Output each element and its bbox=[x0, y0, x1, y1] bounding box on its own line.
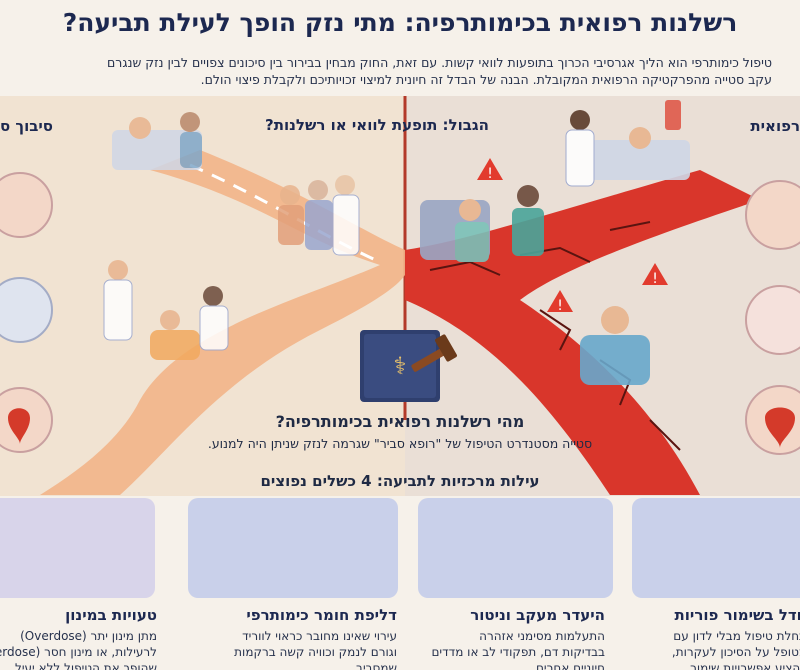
case-card-monitoring bbox=[418, 498, 613, 598]
case-text: התעלמות מסימני אזהרה בבדיקות דם, תפקודי … bbox=[420, 628, 605, 670]
gavel-icon bbox=[411, 334, 457, 372]
case-text-line: תחלת טיפול מבלי לדון עם bbox=[673, 629, 800, 643]
illustration: ! ! ! ⚕ z z bbox=[0, 96, 800, 592]
case-card-extravasation bbox=[188, 498, 398, 598]
scene-distressed-patient bbox=[580, 306, 650, 385]
law-book-icon: ⚕ bbox=[360, 330, 440, 402]
section-heading-left: סיבוך ס bbox=[0, 117, 53, 135]
case-title: חדל בשימור פוריות bbox=[674, 606, 800, 624]
case-text-line: וגורם לנמק וכוויה קשה ברקמות bbox=[234, 645, 397, 659]
question-title: מהי רשלנות רפואית בכימותרפיה? bbox=[275, 412, 525, 431]
case-title: דליפת חומר כימותרפי bbox=[246, 606, 397, 624]
case-card-fertility bbox=[632, 498, 800, 598]
case-text-line: שהופך את הטיפול ללא יעיל bbox=[15, 661, 157, 670]
scene-doctor-patient bbox=[103, 260, 229, 360]
intro-text: טיפול כימותרפי הוא הליך אגרסיבי הכרוך בת… bbox=[32, 54, 772, 88]
wound-icon bbox=[745, 180, 800, 250]
case-text: עירוי שאינו מחובר כראוי לווריד וגורם לנמ… bbox=[192, 628, 397, 670]
scene-hospital-bed-left bbox=[112, 112, 202, 170]
section-heading-right: רפואית bbox=[750, 117, 800, 135]
case-caption-extravasation: דליפת חומר כימותרפי עירוי שאינו מחובר כר… bbox=[192, 606, 397, 670]
case-text-line: להציע אפשרויות שימור. bbox=[686, 661, 800, 670]
case-text-line: שמסביב. bbox=[352, 661, 397, 670]
danger-path bbox=[405, 170, 760, 495]
warning-icon: ! bbox=[477, 158, 503, 182]
cases-title: עילות מרכזיות לתביעה: 4 כשלים נפוצים bbox=[260, 472, 540, 490]
page-title: רשלנות רפואית בכימותרפיה: מתי נזק הופך ל… bbox=[62, 8, 738, 37]
chart-down-icon bbox=[745, 285, 800, 355]
warning-icon-2: ! bbox=[642, 263, 668, 287]
cell-icon bbox=[0, 277, 53, 343]
case-text-line: התעלמות מסימני אזהרה bbox=[479, 629, 605, 643]
svg-text:!: ! bbox=[652, 271, 658, 287]
section-heading-boundary: הגבול: תופעת לוואי או רשלנות? bbox=[265, 116, 489, 134]
intro-line-2: עקב סטייה מהפרקטיקה הרפואית המקובלת. הבנ… bbox=[200, 72, 772, 87]
scene-waiting-room bbox=[420, 185, 544, 262]
case-title: היעדר מעקב וניטור bbox=[470, 606, 605, 624]
case-text-line: מטופל על הסיכון לעקרות, bbox=[671, 645, 800, 659]
svg-text:!: ! bbox=[487, 166, 493, 182]
skin-burn-icon bbox=[0, 172, 53, 238]
scene-icu-right bbox=[565, 100, 690, 187]
question-text: סטייה מסטנדרט הטיפול של "רופא סביר" שגרמ… bbox=[207, 436, 593, 451]
case-text-line: מתן מינון יתר (Overdose) bbox=[20, 629, 157, 643]
case-text-line: עירוי שאינו מחובר כראוי לווריד bbox=[242, 629, 397, 643]
safe-path-lines bbox=[189, 163, 381, 264]
svg-text:⚕: ⚕ bbox=[394, 352, 407, 380]
case-text: מתן מינון יתר (Overdose) לרעילות, או מינ… bbox=[0, 628, 157, 670]
scene-family bbox=[278, 175, 360, 256]
case-caption-monitoring: היעדר מעקב וניטור התעלמות מסימני אזהרה ב… bbox=[420, 606, 605, 670]
warning-icon-3: ! bbox=[547, 290, 573, 314]
case-caption-dosing: טעויות במינון מתן מינון יתר (Overdose) ל… bbox=[0, 606, 157, 670]
case-title: טעויות במינון bbox=[65, 606, 157, 624]
svg-text:!: ! bbox=[557, 298, 563, 314]
case-caption-fertility: חדל בשימור פוריות תחלת טיפול מבלי לדון ע… bbox=[622, 606, 800, 670]
case-text-line: בבדיקות דם, תפקודי לב או מדדים bbox=[431, 645, 605, 659]
case-text: תחלת טיפול מבלי לדון עם מטופל על הסיכון … bbox=[622, 628, 800, 670]
case-text-line: חיוניים אחרים. bbox=[532, 661, 605, 670]
case-card-dosing bbox=[0, 498, 155, 598]
intro-line-1: טיפול כימותרפי הוא הליך אגרסיבי הכרוך בת… bbox=[106, 55, 772, 70]
case-text-line: לרעילות, או מינון חסר (erdose bbox=[0, 645, 157, 659]
